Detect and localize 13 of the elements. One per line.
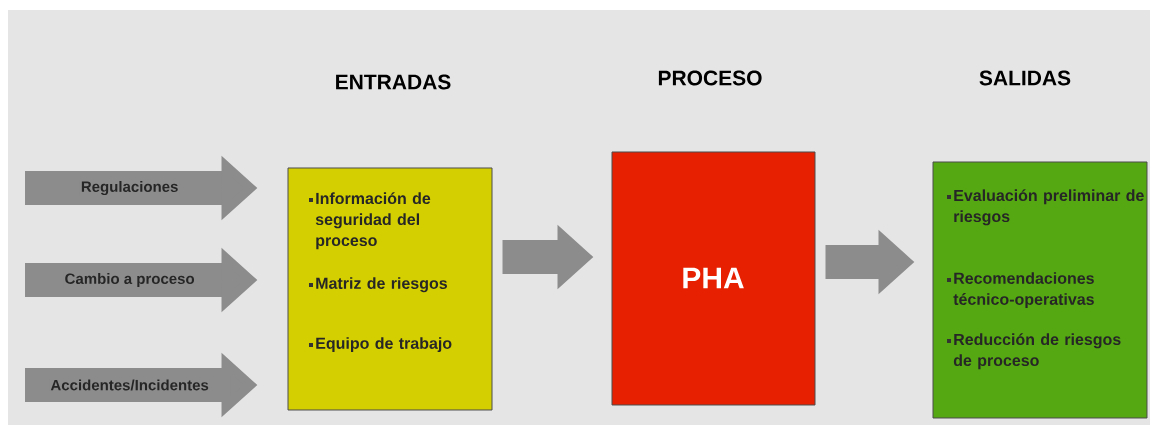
list-item: Reducción de riesgos de proceso [953,333,1121,370]
column-heading: PROCESO [658,70,762,86]
list-item: Recomendaciones técnico-operativas [953,272,1094,309]
edge-label: Accidentes/Incidentes [50,379,209,391]
list-item: Matriz de riesgos [316,277,447,293]
edge-label: Cambio a proceso [65,273,195,287]
list-item: Evaluación preliminar de riesgos [954,189,1144,226]
column-heading: ENTRADAS [336,74,451,90]
list-item: Información de seguridad del proceso [315,192,431,250]
column-heading: SALIDAS [979,70,1071,86]
node-label: PHA [683,267,744,289]
edge-label: Regulaciones [81,180,178,195]
list-item: Equipo de trabajo [316,337,452,353]
